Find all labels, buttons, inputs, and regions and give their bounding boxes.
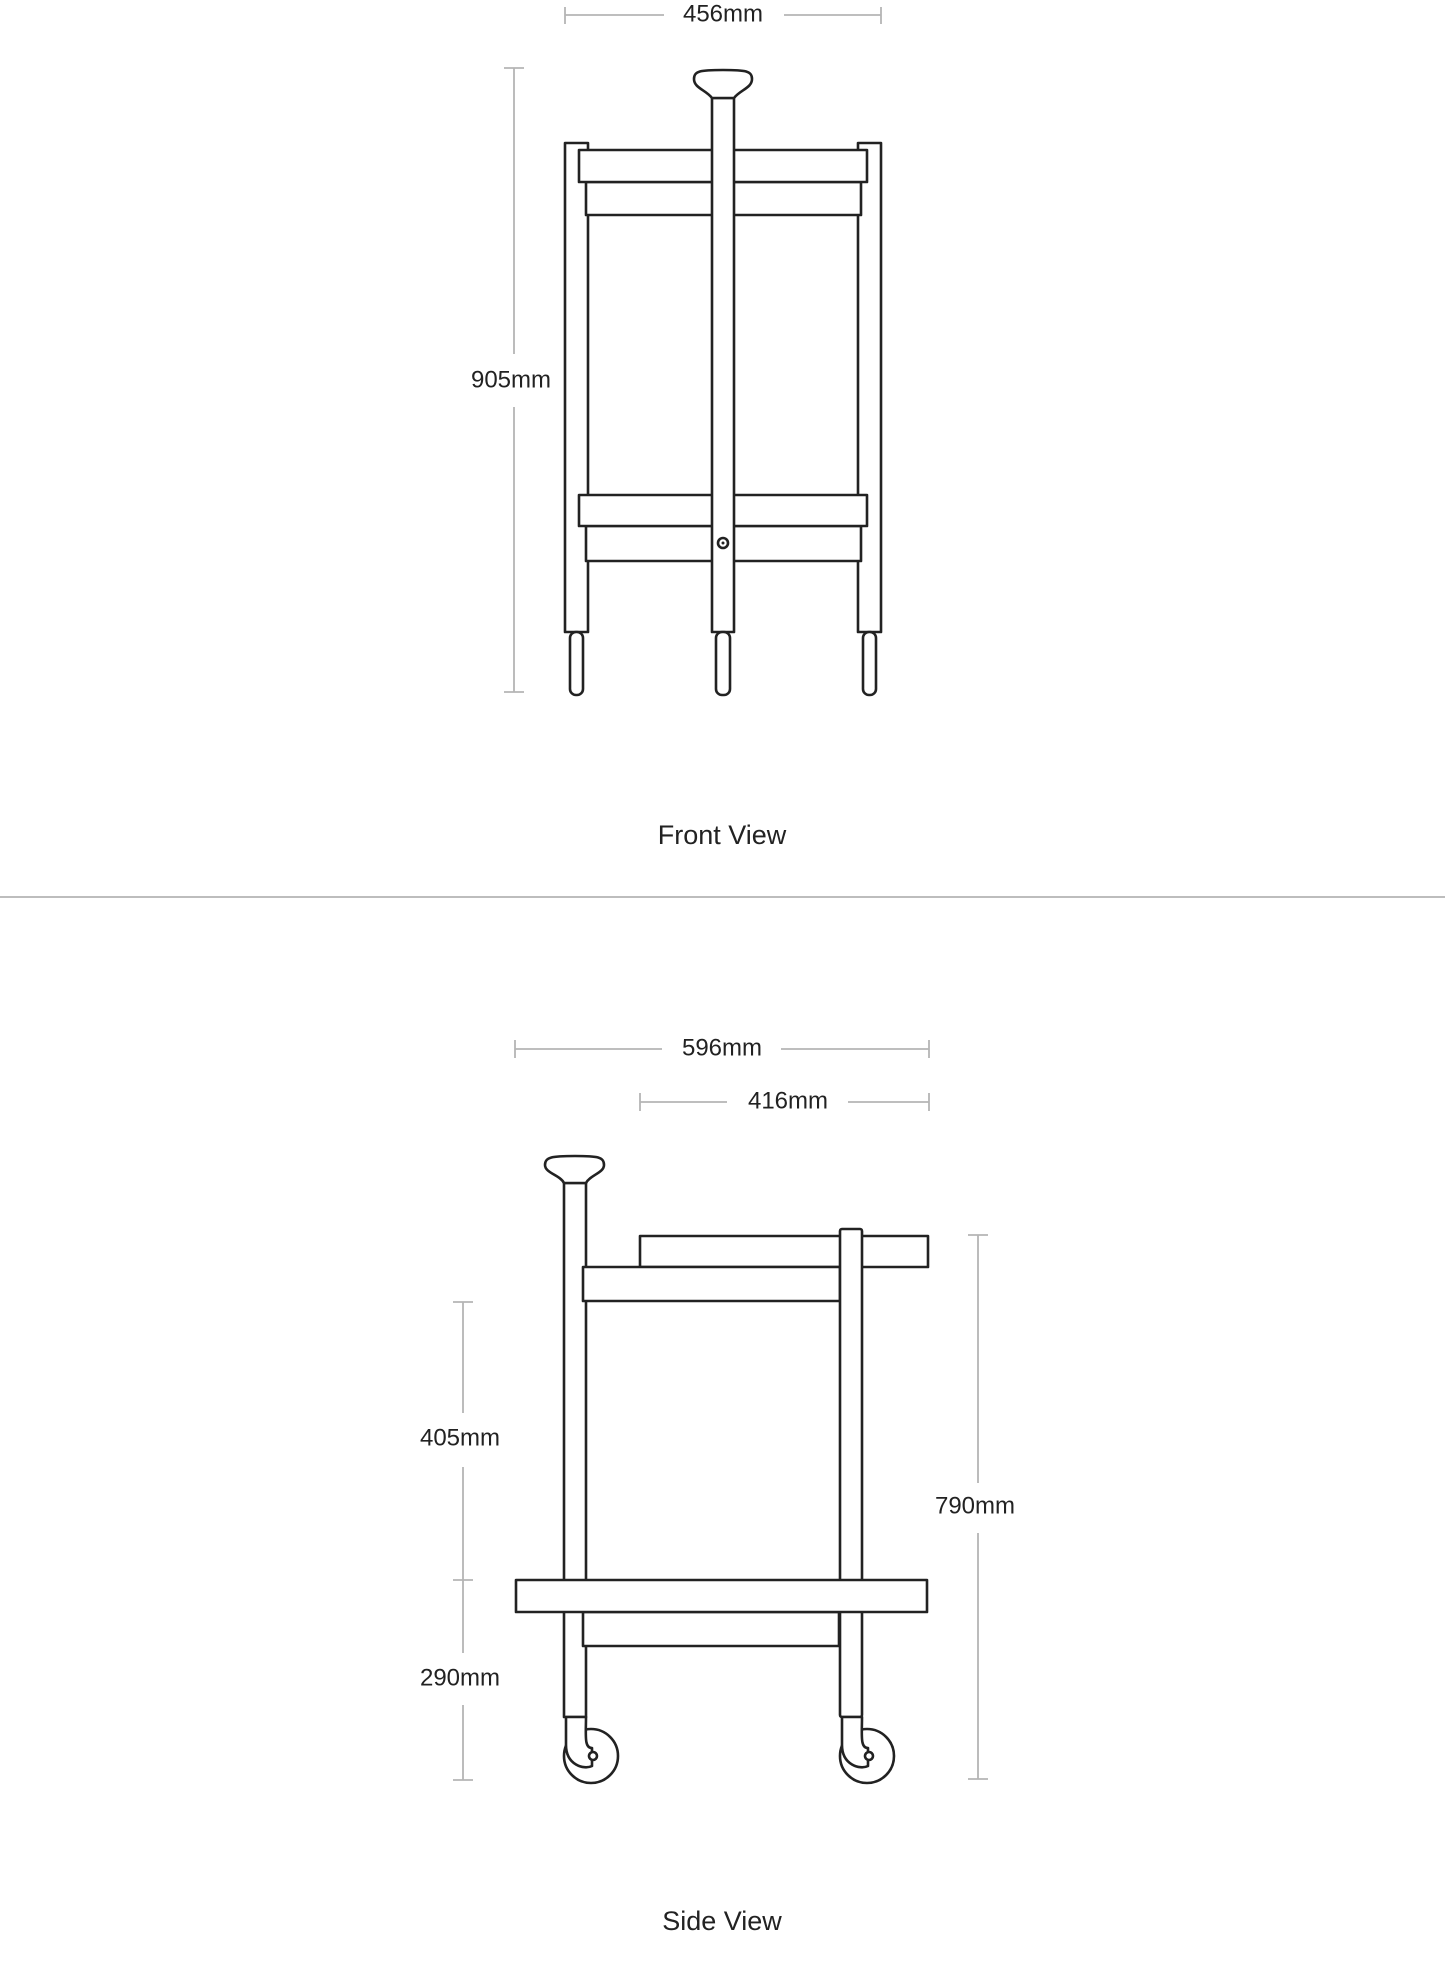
tray-height-dimension: 790mm	[935, 1234, 1015, 1780]
front-width-dimension: 456mm	[564, 0, 882, 27]
side-view: 596mm 416mm 405mm 290mm 790mm	[420, 1034, 1015, 1936]
side-cart-outline	[514, 1154, 930, 1785]
tray-height-label: 790mm	[935, 1492, 1015, 1519]
front-cart-outline	[563, 68, 883, 697]
shelf-spacing-dimension: 405mm 290mm	[420, 1301, 500, 1781]
front-view: 456mm 905mm	[471, 0, 883, 850]
shelf-spacing-label: 405mm	[420, 1424, 500, 1451]
side-depth-label: 596mm	[682, 1034, 762, 1061]
front-width-label: 456mm	[683, 0, 763, 27]
front-height-dimension: 905mm	[471, 67, 551, 693]
front-height-label: 905mm	[471, 366, 551, 393]
lower-shelf-height-label: 290mm	[420, 1664, 500, 1691]
front-view-title: Front View	[658, 820, 787, 850]
tray-depth-dimension: 416mm	[639, 1087, 930, 1114]
side-view-title: Side View	[662, 1906, 782, 1936]
side-depth-dimension: 596mm	[514, 1034, 930, 1061]
tray-depth-label: 416mm	[748, 1087, 828, 1114]
